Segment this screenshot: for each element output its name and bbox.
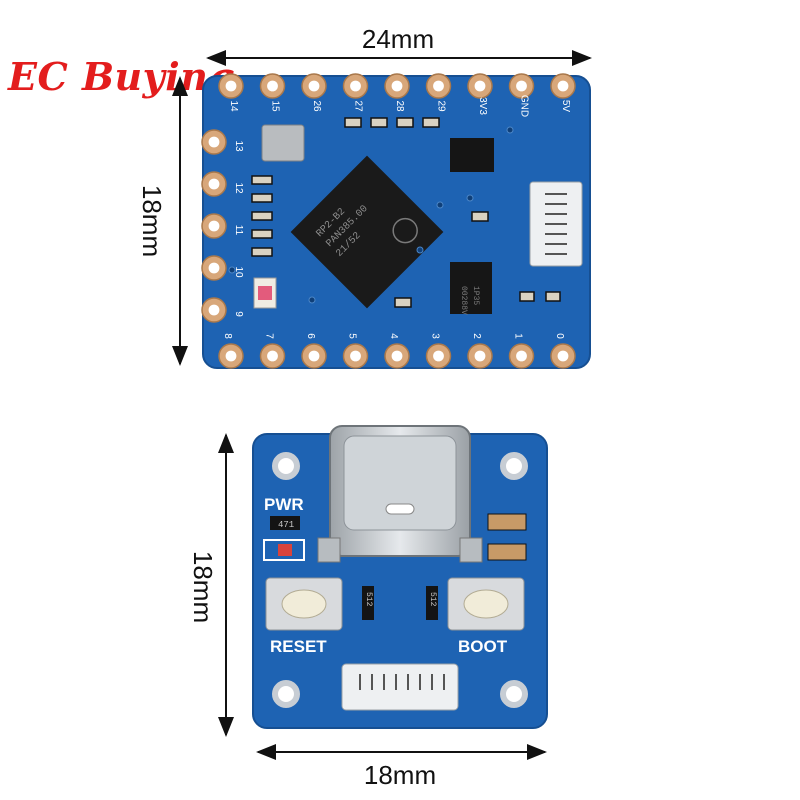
pin-label: 6 (305, 333, 316, 339)
pin-hole (308, 80, 320, 92)
pin-hole (225, 350, 237, 362)
pin-hole (474, 350, 486, 362)
flash-chip (450, 262, 492, 314)
mounting-hole (272, 452, 300, 480)
pin-hole (516, 350, 527, 362)
pin-hole (208, 304, 220, 316)
pin-label: 2 (471, 333, 482, 339)
crystal (261, 124, 305, 162)
left-pin-column: 13 12 11 10 9 (201, 129, 244, 323)
pwr-label: PWR (264, 495, 304, 514)
boot-label: BOOT (458, 637, 508, 656)
pin-label: 9 (233, 311, 244, 317)
reset-button[interactable] (265, 577, 343, 631)
voltage-regulator (450, 138, 494, 172)
res2-marking: 512 (428, 592, 437, 607)
pin-label: 12 (233, 182, 244, 194)
usb-c-board: PWR 471 RESET BOOT 512 512 (252, 425, 548, 729)
pin-hole (433, 350, 444, 362)
pin-hole (557, 80, 569, 92)
pin-hole (208, 262, 220, 274)
pin-hole (350, 80, 361, 92)
flash-marking-1: 1P35 (471, 286, 480, 305)
pin-hole (433, 80, 444, 92)
rp2040-chip: RP2-B2 PAN385.00 21/52 (290, 155, 444, 309)
reset-label: RESET (270, 637, 327, 656)
pin-label: 10 (233, 266, 244, 278)
mounting-hole (500, 452, 528, 480)
res1-marking: 512 (364, 592, 373, 607)
pin-label: 11 (233, 225, 244, 236)
bottom-pin-row: 8 7 6 5 4 3 2 1 0 (218, 333, 576, 369)
boot-button[interactable] (447, 577, 525, 631)
raspberry-logo-icon (392, 217, 418, 244)
resistor (270, 516, 300, 530)
brand-logo: EC Buying (8, 54, 236, 99)
pin-label: 8 (222, 333, 233, 339)
pin-hole (557, 350, 569, 362)
bottom-width-label: 18mm (364, 760, 436, 790)
pin-label: 5 (347, 333, 358, 339)
resistor-marking: 471 (278, 520, 294, 530)
bottom-height-label: 18mm (188, 551, 218, 623)
pin-hole (267, 80, 278, 92)
top-width-label: 24mm (362, 24, 434, 54)
mounting-hole (500, 680, 528, 708)
pin-label: 28 (394, 100, 405, 112)
pin-hole (267, 350, 278, 362)
pin-hole (350, 350, 361, 362)
pin-label: 0 (554, 333, 565, 339)
pin-hole (225, 80, 237, 92)
pin-label: 29 (436, 100, 447, 112)
pin-label: 4 (388, 333, 399, 339)
pin-hole (474, 80, 486, 92)
pin-label: 26 (311, 100, 322, 112)
pin-label: 27 (353, 100, 364, 112)
pin-hole (516, 80, 527, 92)
pin-label: GND (519, 95, 530, 117)
top-pin-row: 14 15 26 27 28 29 3V3 GND 5V (218, 73, 576, 117)
pin-hole (208, 220, 220, 232)
pin-label: 13 (233, 140, 244, 152)
pin-hole (208, 136, 220, 148)
pin-label: 3 (430, 333, 441, 339)
pin-label: 1 (513, 333, 524, 339)
power-led (278, 544, 292, 556)
mounting-hole (272, 680, 300, 708)
pin-label: 15 (270, 100, 281, 112)
pin-hole (391, 80, 403, 92)
pin-hole (308, 350, 320, 362)
pin-label: 14 (228, 100, 239, 112)
top-height-label: 18mm (137, 185, 167, 257)
pin-label: 5V (560, 100, 571, 113)
flash-marking-2: 00288V (459, 286, 468, 315)
pin-hole (208, 178, 220, 190)
pin-label: 3V3 (477, 97, 488, 115)
pin-label: 7 (264, 333, 275, 339)
pin-hole (391, 350, 403, 362)
